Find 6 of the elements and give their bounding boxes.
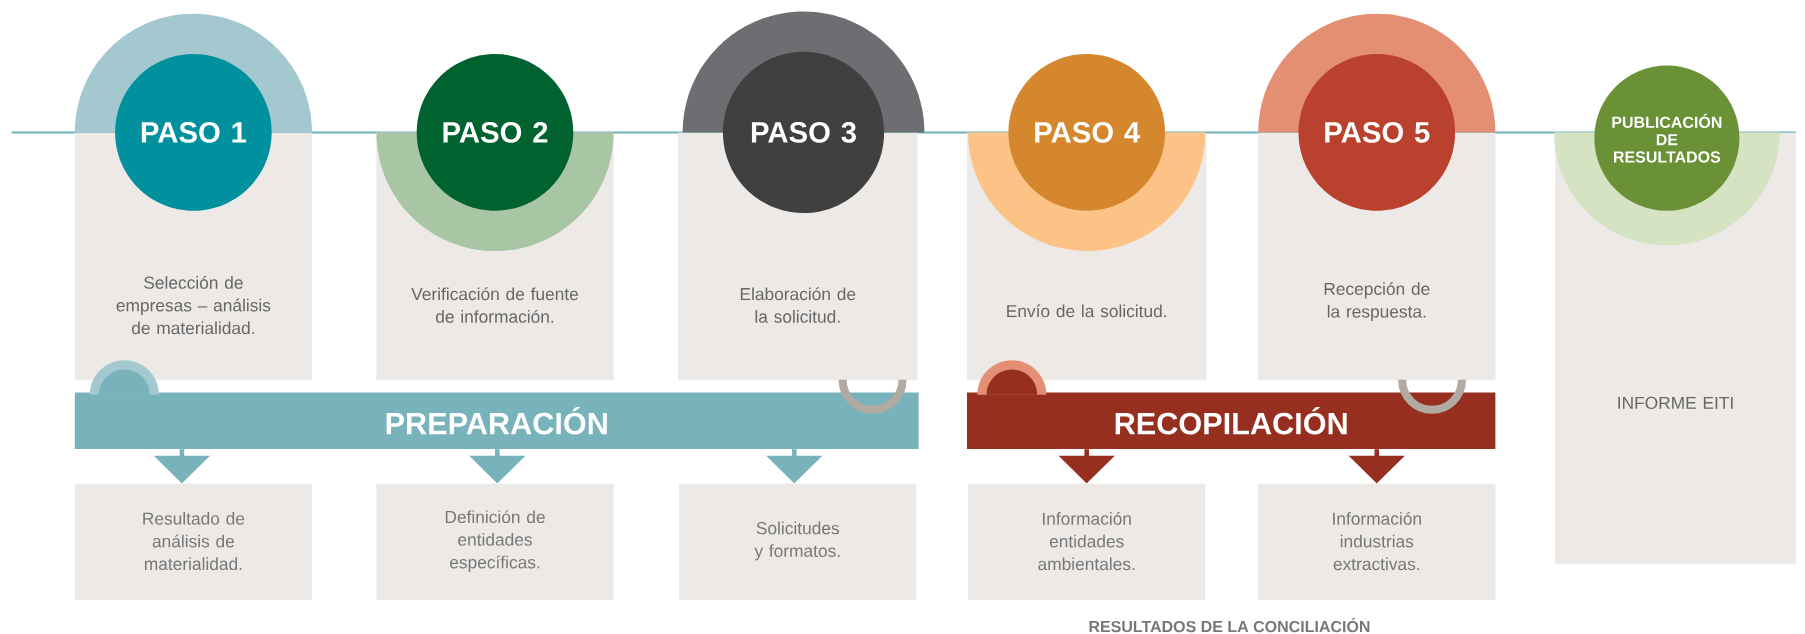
result-card: Información entidades ambientales. bbox=[968, 483, 1206, 600]
result-card: Resultado de análisis de materialidad. bbox=[74, 483, 312, 600]
result-card: Definición de entidades específicas. bbox=[376, 483, 614, 600]
result-card: Información industrias extractivas. bbox=[1258, 483, 1496, 600]
result-card: Solicitudes y formatos. bbox=[679, 483, 917, 600]
section-label: RESULTADOS DE LA CONCILIACIÓN bbox=[1089, 617, 1370, 633]
